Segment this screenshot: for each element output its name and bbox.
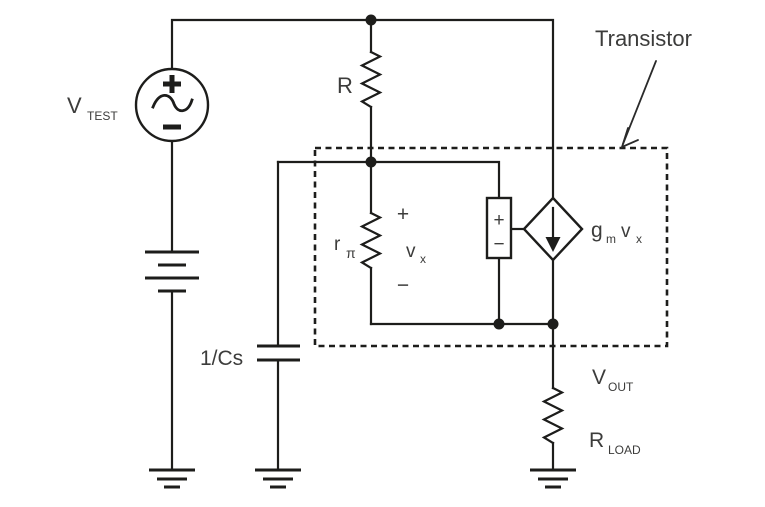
transistor-callout-arrow-icon	[620, 60, 657, 149]
ground-icon-load	[530, 468, 576, 489]
vout-label-sub: OUT	[608, 380, 634, 394]
rload-label-sub: LOAD	[608, 443, 641, 457]
rpi-label-main: r	[334, 234, 341, 255]
rpi-label-sub: π	[346, 245, 356, 261]
gm-label-x: x	[636, 232, 642, 246]
sense-box-minus: −	[493, 234, 504, 255]
transistor-dashed-box	[313, 146, 669, 348]
vx-sense-box: + −	[485, 196, 513, 260]
plus-sign-icon	[163, 75, 181, 93]
gm-label-m: m	[606, 232, 616, 246]
sine-wave-icon	[151, 93, 194, 113]
ground-icon-capacitor	[255, 468, 301, 489]
vtest-label-main: V	[67, 93, 82, 118]
resistor-r	[359, 50, 383, 109]
sense-box-plus: +	[493, 210, 504, 231]
junction-dots	[365, 14, 559, 330]
junction-dot-node-b	[365, 156, 377, 168]
wire-top-rail	[170, 18, 555, 202]
wire-node-b	[276, 160, 501, 200]
current-arrow-icon	[545, 206, 561, 252]
vtest-label-sub: TEST	[87, 109, 118, 123]
capacitor-label: 1/Cs	[200, 347, 243, 370]
vout-label-main: V	[592, 366, 606, 389]
text-labels: Transistor V TEST R r π + v x − g m v x …	[67, 26, 692, 457]
rload-label-main: R	[589, 429, 604, 452]
resistor-rpi	[359, 211, 383, 270]
dependent-current-source	[522, 196, 584, 262]
resistor-r-label: R	[337, 73, 353, 98]
battery-icon	[145, 250, 199, 293]
sense-box-outline	[485, 196, 513, 260]
gm-label-g: g	[591, 219, 603, 242]
ac-source-vtest	[134, 67, 210, 143]
junction-dot-top	[365, 14, 377, 26]
junction-dot-bottom-right	[547, 318, 559, 330]
ac-source-circle	[134, 67, 210, 143]
resistor-rload	[541, 386, 565, 445]
vx-label-main: v	[406, 241, 416, 262]
vx-minus-label: −	[397, 274, 409, 297]
vx-plus-label: +	[397, 203, 409, 226]
gm-label-v: v	[621, 221, 631, 242]
junction-dot-bottom-left	[493, 318, 505, 330]
ground-icon-left	[149, 468, 195, 489]
transistor-label: Transistor	[595, 26, 692, 51]
vx-label-sub: x	[420, 252, 426, 266]
capacitor-icon	[257, 344, 300, 362]
